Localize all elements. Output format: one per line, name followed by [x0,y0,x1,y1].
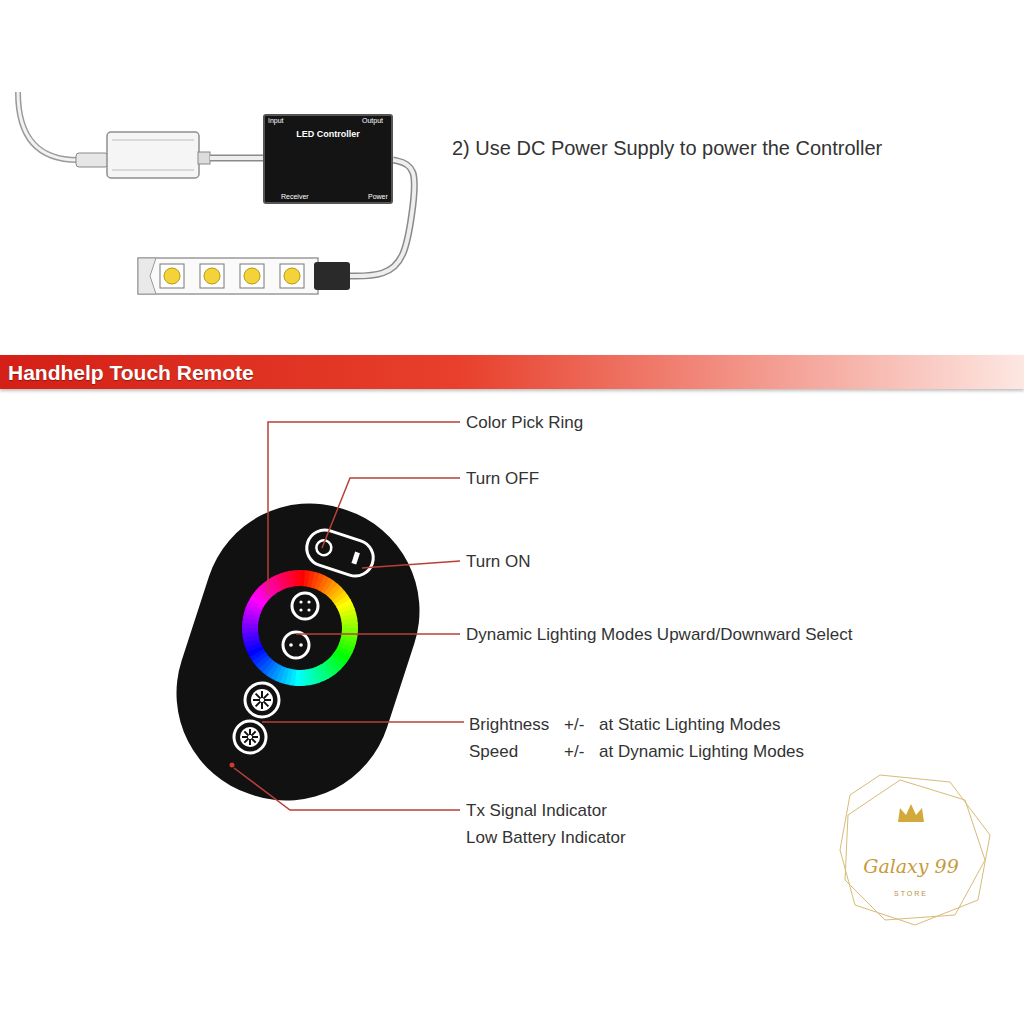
section-band: Handhelp Touch Remote [0,355,1024,389]
terminal-label: Input [268,117,284,125]
brightness-icon [249,739,251,745]
brightness-icon [253,699,260,701]
callout-label: Low Battery Indicator [466,829,626,848]
brightness-icon [261,702,263,709]
led [160,264,184,288]
callout-label: at Static Lighting Modes [599,716,780,735]
brightness-icon [244,738,248,742]
touch-remote [149,476,447,828]
brightness-icon [256,694,261,699]
callout-label: Turn ON [466,553,531,572]
brightness-icon [242,736,248,738]
led [204,268,220,284]
brightness-icon [261,691,263,698]
callout-label: Tx Signal Indicator [466,802,607,821]
instruction-step: 2) Use DC Power Supply to power the Cont… [452,137,882,159]
callout-label: +/- [564,743,584,762]
callout-label: Turn OFF [466,470,539,489]
brightness-icon [263,694,268,699]
led [240,264,264,288]
watermark: STORE [894,890,928,898]
led [244,268,260,284]
callout-label: Brightness [469,716,549,735]
callout-label: Color Pick Ring [466,414,583,433]
brightness-icon [256,701,261,706]
section-heading: Handhelp Touch Remote [8,360,1016,385]
color-ring [295,570,301,586]
led-strip [138,258,350,294]
led [284,268,300,284]
controller-box: LED Controller [263,114,393,204]
brightness-icon [252,736,258,738]
brightness-icon [264,699,271,701]
brightness-icon [251,738,255,742]
indicator-label: Power [368,193,388,201]
brightness-icon [249,729,251,735]
led [280,264,304,288]
led [200,264,224,288]
watermark-frame [840,775,990,925]
callout-label: Dynamic Lighting Modes Upward/Downward S… [466,626,852,645]
indicator-label: Receiver [281,193,309,201]
cable [210,156,263,160]
brightness-icon [263,701,268,706]
led [164,268,180,284]
controller-label: LED Controller [269,129,387,140]
brightness-icon [251,731,255,735]
terminal-label: Output [362,117,383,125]
watermark: Galaxy 99 [863,856,959,877]
power-supply [18,92,210,178]
callout-label: Speed [469,743,518,762]
cable [210,155,263,162]
callout-label: at Dynamic Lighting Modes [599,743,804,762]
brightness-icon [244,731,248,735]
leader-lines [234,422,464,810]
callout-label: +/- [564,716,584,735]
